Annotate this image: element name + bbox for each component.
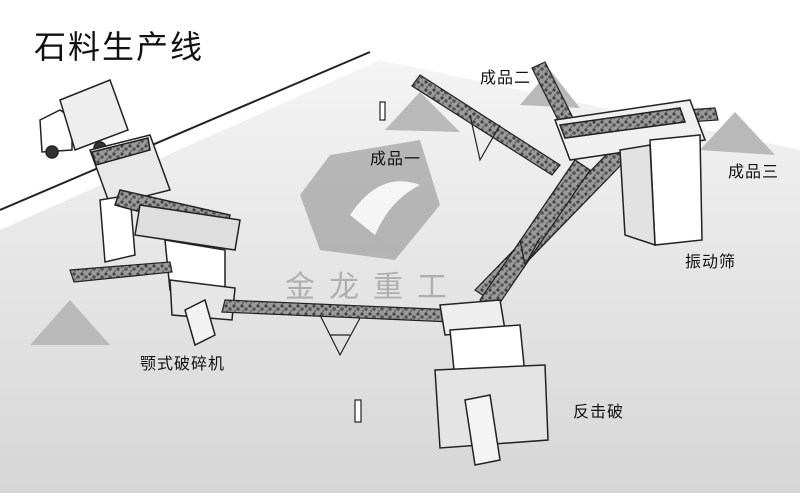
page-title: 石料生产线	[34, 28, 205, 66]
label-jaw-crusher: 颚式破碎机	[140, 354, 226, 373]
jaw-crusher-stairs	[184, 298, 216, 347]
label-vibrating-screen: 振动筛	[685, 252, 737, 271]
pile-product-1	[385, 92, 460, 132]
label-product-1: 成品一	[370, 149, 422, 168]
label-product-2: 成品二	[480, 68, 532, 87]
support-jaw-to-impact	[319, 314, 361, 357]
jaw-crusher-unit	[134, 204, 241, 347]
jaw-crusher-platform	[134, 204, 241, 251]
hopper-stones	[91, 137, 151, 166]
screen-tower	[649, 134, 703, 246]
support-product-1	[469, 114, 501, 162]
workers	[354, 101, 386, 423]
belt-to-product-1	[411, 74, 561, 176]
truck-bed	[59, 79, 129, 151]
worker-center	[354, 399, 362, 423]
belt-jaw-discharge	[69, 261, 173, 283]
impact-crusher-stairs	[464, 394, 501, 466]
dump-truck	[39, 79, 129, 159]
logo-swirl	[350, 181, 420, 235]
support-return	[519, 237, 541, 267]
truck-wheel-front	[45, 145, 59, 159]
pile-jaw-output	[30, 300, 110, 345]
horizon-line	[0, 51, 371, 211]
watermark-text: 金龙重工	[285, 270, 461, 305]
screen-deck	[558, 107, 687, 139]
watermark-logo	[300, 140, 440, 260]
impact-crusher-unit	[434, 299, 549, 466]
pile-product-3	[700, 112, 775, 155]
worker-near-screen	[379, 101, 386, 121]
vibrating-screen-unit	[553, 99, 707, 247]
screen-tower-side	[619, 144, 656, 247]
stock-piles	[30, 70, 775, 345]
label-product-3: 成品三	[728, 162, 780, 181]
belt-supports	[319, 114, 541, 357]
label-impact-crusher: 反击破	[573, 402, 625, 421]
